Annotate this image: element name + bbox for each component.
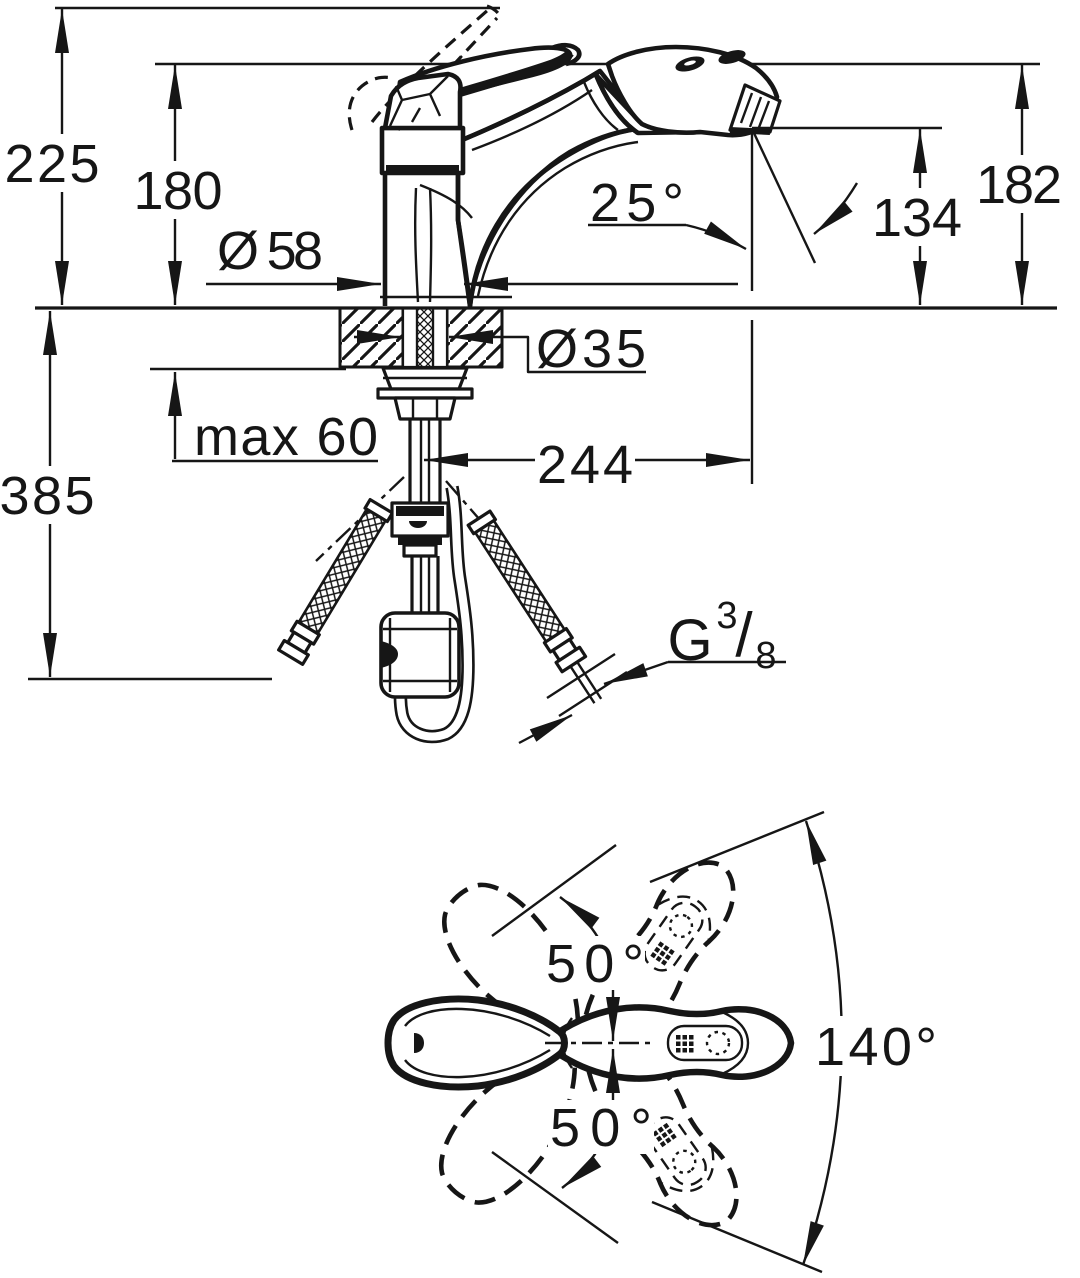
dim-spout-reach-label: 244 — [537, 435, 633, 495]
handle-pivot-dome — [382, 71, 463, 131]
dim-swing-down-label: 50° — [550, 1098, 652, 1158]
dimension-labels: 225 180 Ø 58 25° 134 182 Ø35 max 60 385 … — [0, 134, 1074, 1158]
dim-base-diameter-label: Ø 58 — [217, 221, 323, 281]
supply-hose-left — [277, 497, 395, 666]
top-view — [384, 810, 843, 1274]
dim-swivel-range-label: 140° — [815, 1017, 937, 1077]
spray-axis-tilted — [751, 130, 817, 264]
dim-spray-angle-label: 25° — [590, 173, 684, 233]
supply-hose-right — [466, 509, 603, 704]
under-counter-assembly — [277, 366, 603, 744]
hose-centerline-left — [315, 476, 405, 562]
dim-swing-up-label: 50° — [546, 934, 644, 994]
spray-head — [582, 44, 782, 138]
thread-size-label: G 3 / 8 — [667, 595, 776, 677]
hose-coupling — [390, 501, 450, 558]
dim-outlet-height-label: 134 — [872, 188, 962, 248]
dim-below-deck-label: 385 — [0, 466, 95, 526]
spray-head-buttons — [675, 50, 746, 72]
handle-grip-top — [384, 995, 573, 1091]
mounting-nut — [393, 396, 457, 421]
ray-upper-50 — [491, 844, 617, 937]
dim-hole-diameter-label: Ø35 — [536, 319, 646, 379]
pullout-hose-loop — [393, 485, 475, 744]
dim-spout-height-label: 180 — [134, 161, 223, 221]
ray-upper-140 — [649, 810, 825, 884]
thread-slash: / — [735, 601, 753, 670]
dim-overall-height-label: 225 — [5, 134, 100, 194]
hose-weight — [379, 611, 461, 699]
threaded-shank — [415, 306, 435, 369]
reference-lines — [28, 6, 1040, 681]
faucet-profile — [347, 4, 782, 309]
ray-lower-50 — [491, 1151, 619, 1244]
thread-numerator: 3 — [716, 595, 737, 637]
dim-deck-thickness-label: max 60 — [194, 407, 378, 467]
dim-head-top-height-label: 182 — [976, 155, 1062, 215]
dimension-annotations — [206, 126, 942, 745]
thread-letter: G — [667, 608, 712, 673]
thread-denominator: 8 — [755, 635, 776, 677]
ray-lower-140 — [651, 1200, 823, 1274]
